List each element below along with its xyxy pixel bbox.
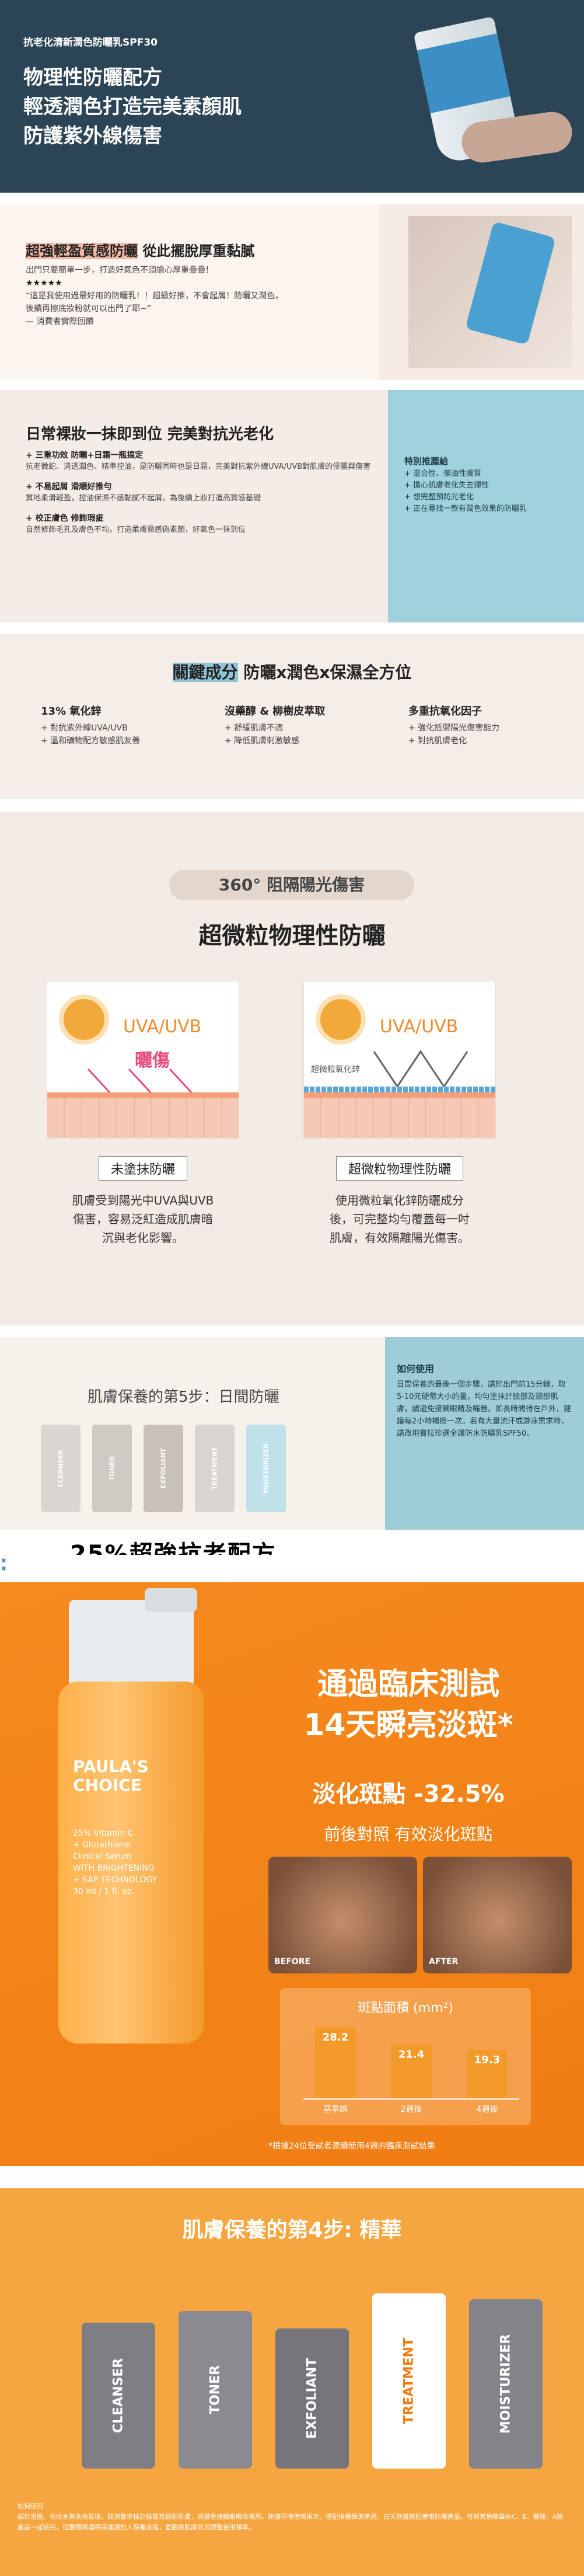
serum-bottle-image [58,1682,204,2044]
broken-image-icon: ▣ [1,1565,7,1572]
chart-data-label: 28.2 [323,2031,348,2044]
lightweight-section: 超強輕盈質感防曬 從此擺脫厚重黏膩 出門只要簡單一步，打造好氣色不須擔心厚重疊疊… [0,204,584,380]
how-to-use-panel: 如何使用日間保養的最後一個步驟，請於出門前15分鐘，取5-10元硬幣大小的量，均… [385,1337,584,1530]
cutoff-heading: 25%超強抗老配方 [70,1541,277,1555]
diagram-no-sunscreen: UVA/UVB 曬傷 [47,981,239,1139]
section-title: 日常裸妝一抹即到位 完美對抗光老化 [26,426,274,443]
benefit-item: + 不易起屑 滑順好推勻質地柔滑輕盈，控油保濕不感黏膩不起屑，為後續上妝打造高質… [26,482,261,503]
step4-section: 肌膚保養的第4步: 精華 CLEANSER TONER EXFOLIANT TR… [0,2188,584,2576]
hero-line: 防護紫外線傷害 [23,124,162,148]
chart-category-label: 2週後 [401,2105,422,2114]
benefits-section: 日常裸妝一抹即到位 完美對抗光老化 + 三重功效 防曬+日霜一瓶搞定抗老微蛇、清… [0,390,584,622]
benefit-item: + 校正膚色 修飾瑕疵自然修飾毛孔及膚色不均，打造柔膚霧感偽素顏，好氣色一抹到位 [26,514,246,534]
spot-area-chart: 斑點面積 (mm²) 28.2 基準線 21.4 2週後 19.3 4週後 [280,1988,531,2125]
hero-kicker: 抗老化清新潤色防曬乳SPF30 [23,37,158,48]
uv-protection-section: 360° 阻隔陽光傷害 超微粒物理性防曬 UVA/UVB 曬傷 UVA/UVB … [0,812,584,1325]
section-title: 肌膚保養的第5步：日間防曬 [88,1388,279,1406]
section-title: 超強輕盈質感防曬 從此擺脫厚重黏膩 [26,243,255,259]
chart-bar [315,2027,356,2099]
ingredient-col: 多重抗氧化因子+ 強化抵禦陽光傷害能力+ 對抗肌膚老化 [408,705,500,746]
chart-category-label: 基準線 [323,2104,348,2114]
product-photo [408,216,572,368]
chart-category-label: 4週後 [477,2105,498,2114]
clinical-note: *根據24位受試者連續使用4週的臨床測試結果 [268,2142,435,2151]
after-photo: AFTER [423,1857,572,1973]
pump-cap [69,1588,197,1687]
ingredients-section: 關鍵成分 防曬x潤色x保濕全方位 13% 氧化鋅+ 對抗紫外線UVA/UVB+ … [0,634,584,799]
routine-bottles: CLEANSER TONER EXFOLIANT TREATMENT MOIST… [82,2276,543,2469]
chart-bar [467,2050,508,2099]
caption-with-sunscreen: 超微粒物理性防曬 使用微粒氧化鋅防曬成分後，可完整均勻覆蓋每一吋肌膚，有效隔離陽… [303,1156,496,1247]
section-title: 超微粒物理性防曬 [198,923,386,949]
routine-bottles: CLEANSER TONER EXFOLIANT TREATMENT MOIST… [41,1425,286,1512]
diagram-with-sunscreen: UVA/UVB 超微粒氧化鋅 [303,981,496,1139]
chart-data-label: 21.4 [398,2048,424,2060]
hero-line: 物理性防曬配方 [23,66,162,89]
hero-banner: 抗老化清新潤色防曬乳SPF30 物理性防曬配方 輕透潤色打造完美素顏肌 防護紫外… [0,0,584,193]
ingredient-col: 13% 氧化鋅+ 對抗紫外線UVA/UVB+ 溫和礦物配方敏感肌友善 [41,705,141,746]
recommended-panel: 特別推薦給 + 混合性、偏油性膚質 + 擔心肌膚老化失去彈性 + 想完整預防光老… [388,390,584,622]
hero-line: 輕透潤色打造完美素顏肌 [23,95,242,119]
chart-title: 斑點面積 (mm²) [358,2001,453,2015]
section-body: 出門只要簡單一步，打造好氣色不須擔心厚重疊疊！ ★★★★★ “這是我使用過最好用… [26,266,284,326]
chart-data-label: 19.3 [474,2053,500,2066]
benefit-item: + 三重功效 防曬+日霜一瓶搞定抗老微蛇、清透潤色、精準控油，是防曬同時也是日霜… [26,451,371,471]
section-title: 關鍵成分 防曬x潤色x保濕全方位 [172,663,412,682]
step5-section: 肌膚保養的第5步：日間防曬 CLEANSER TONER EXFOLIANT T… [0,1337,584,1530]
broken-image-icon: ▣ [1,1557,7,1564]
sun-icon [320,999,361,1040]
reflect-arrows-icon [373,1050,468,1088]
reduction-stat: 淡化斑點 -32.5% [312,1781,505,1808]
usage-instructions: 如何使用 調於潔面、化妝水與去角質後，取適量塗抹於臉部及頸部肌膚，適避免接觸眼睛… [18,2502,564,2531]
before-photo: BEFORE [268,1857,417,1973]
section-pill: 360° 阻隔陽光傷害 [169,870,414,900]
chart-bar [391,2045,432,2099]
broken-image-strip: 25%超強抗老配方 ▣ ▣ [0,1533,584,1574]
sun-icon [64,999,104,1040]
section-title: 肌膚保養的第4步: 精華 [182,2218,402,2242]
comparison-subtitle: 前後對照 有效淡化斑點 [324,1825,493,1844]
hero-headline: 物理性防曬配方 輕透潤色打造完美素顏肌 防護紫外線傷害 [23,63,242,151]
ingredient-col: 沒藥醇 & 柳樹皮萃取+ 舒緩肌膚不適+ 降低肌膚刺激敏感 [225,705,326,746]
